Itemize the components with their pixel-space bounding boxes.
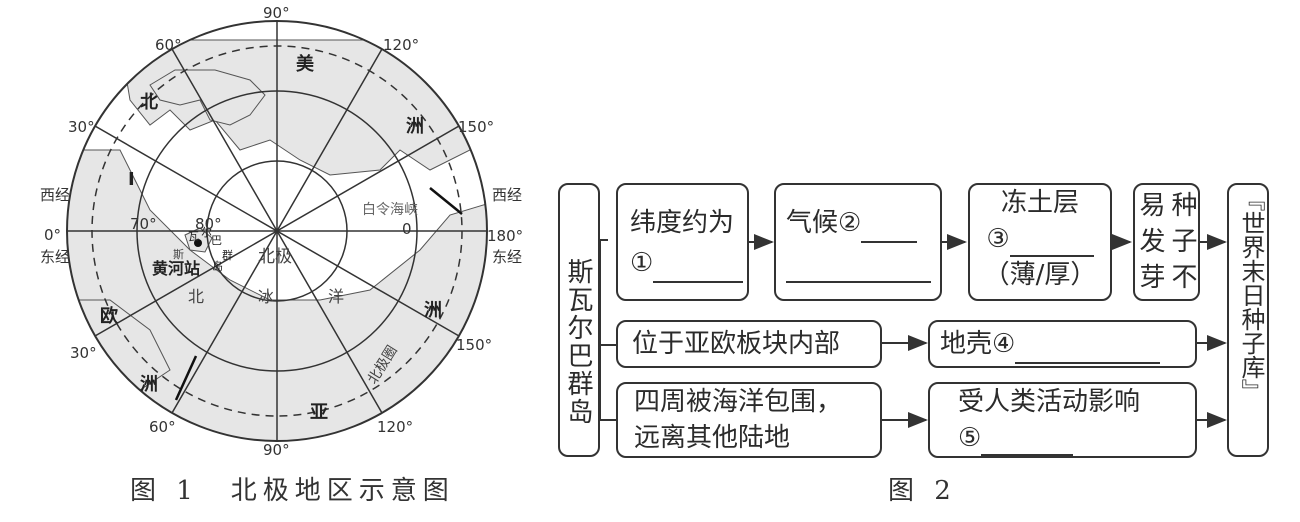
permafrost-title: 冻土层 [1000,188,1079,218]
archipelago-char-1: 瓦 [188,230,199,243]
permafrost-box: 冻土层 ③ （薄/厚） [968,183,1112,301]
crust-text: 地壳④ [940,329,1016,359]
blank-1-marker: ① [630,248,654,278]
crust-box: 地壳④ [928,320,1197,368]
blank-2b [786,249,931,283]
section-markers [174,187,463,401]
ocean-label-3: 洋 [328,287,344,306]
archipelago-char-5: 岛 [212,259,223,273]
lon-label-right-center: 180° [487,227,523,245]
archipelago-box: 斯瓦尔巴群岛 [558,183,600,457]
europe-label-2: 洲 [140,374,158,395]
america-label-2: 洲 [406,116,424,137]
archipelago-text: 斯瓦尔巴群岛 [563,258,593,426]
america-label-1: 美 [296,53,314,75]
ocean-label-1: 北 [188,287,204,306]
north-label: 北 [140,92,158,113]
figure1-caption: 图 1 北极地区示意图 [130,476,455,506]
asia-label-2: 亚 [310,402,328,423]
archipelago-char-3: 巴 [211,234,222,247]
east-label: 东经 [40,248,70,266]
lon-label-upper-left: 60° [155,36,182,54]
asia-label-1: 洲 [424,300,442,321]
figure2-caption: 图 2 [888,476,957,506]
lon-label-bottom: 90° [263,441,290,459]
right-east-label: 东经 [492,248,522,266]
blank-4 [1015,334,1161,364]
lon-label-right-lower: 150° [456,336,492,354]
seed-text: 种子不易发芽 [1135,191,1197,299]
seed-vault-box: 『世界末日种子库』 [1227,183,1269,457]
eurasia-land [67,149,487,441]
station-point [194,239,202,247]
lon-label-lower-left: 60° [149,418,176,436]
seed-vault-text: 『世界末日种子库』 [1237,187,1265,403]
ocean-line-1: 四周被海洋包围， [634,387,843,417]
right-west-label: 西经 [492,186,522,204]
greenland-land [149,69,266,126]
seed-box: 种子不易发芽 [1133,183,1200,301]
blank-3-marker: ③ [986,224,1010,254]
lat-80-label: 80° [195,215,222,233]
ocean-line-2: 远离其他陆地 [634,423,791,453]
lat-zero-label: 0 [402,220,412,238]
arctic-map: 90° 60° 120° 30° 150° 30° 150° 60° 120° … [40,4,523,459]
plate-text: 位于亚欧板块内部 [632,329,841,359]
permafrost-option: （薄/厚） [983,260,1097,290]
plate-box: 位于亚欧板块内部 [616,320,882,368]
lon-label-upper-right: 120° [383,36,419,54]
lat-70-label: 70° [130,215,157,233]
blank-2a [861,209,918,243]
ocean-box: 四周被海洋包围， 远离其他陆地 [616,382,882,458]
archipelago-char-2: 尔 [201,226,212,239]
lon-label-top: 90° [263,4,290,22]
blank-3 [1009,227,1094,257]
archipelago-char-4: 群 [222,248,233,262]
human-box: 受人类活动影响 ⑤ [928,382,1197,458]
station-label: 黄河站 [152,259,200,278]
lon-label-left-upper: 30° [68,118,95,136]
pole-label: 北极 [258,247,292,267]
roman-one-left: I [128,169,135,190]
climate-text: 气候② [786,208,862,238]
lon-label-left-lower: 30° [70,344,97,362]
bering-label: 白令海峡 [362,202,418,218]
lon-label-right-upper: 150° [458,118,494,136]
lon-label-lower-right: 120° [377,418,413,436]
latitude-text: 纬度约为 [630,208,735,238]
meridians [67,21,487,441]
blank-5-marker: ⑤ [958,423,982,453]
si-char: 斯 [173,248,184,261]
europe-label: 欧 [100,305,118,327]
latitude-box: 纬度约为 ① [616,183,749,301]
human-line-1: 受人类活动影响 [958,387,1141,417]
climate-box: 气候② [774,183,942,301]
ocean-label-2: 冰 [258,287,274,306]
blank-5 [981,426,1074,456]
west-value: 0° [44,226,61,244]
west-label: 西经 [40,186,70,204]
blank-1 [653,249,744,283]
